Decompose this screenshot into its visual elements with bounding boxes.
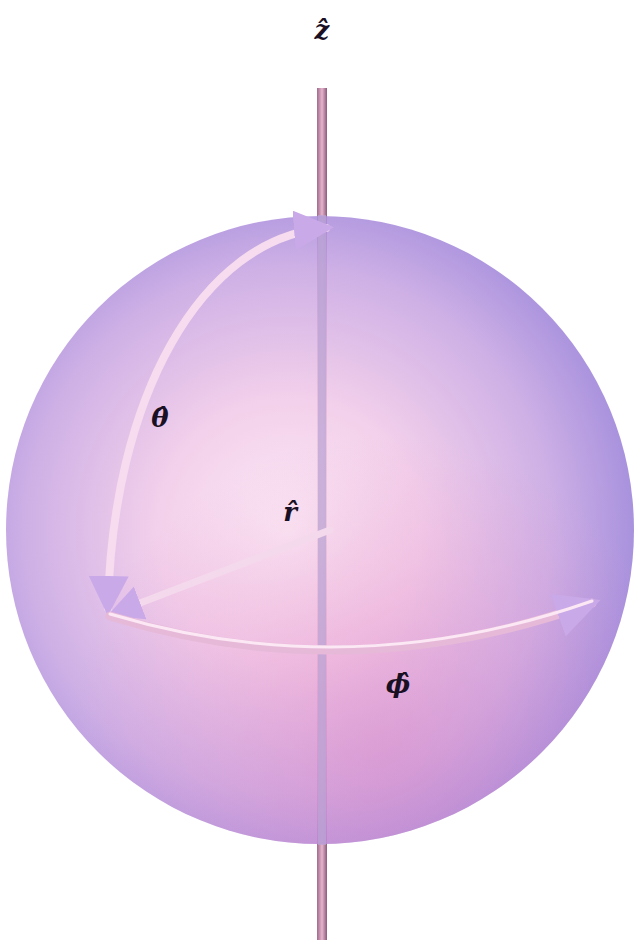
sphere xyxy=(6,216,634,844)
vector-label: ϕ̂ xyxy=(386,670,410,699)
vector-label: θ̂ xyxy=(151,404,168,433)
z-axis xyxy=(317,88,327,940)
phi-arrow xyxy=(110,603,592,650)
r-arrow xyxy=(114,530,330,613)
phi-highlight xyxy=(110,601,592,647)
axis-label: ẑ xyxy=(315,16,330,45)
vector-label: r̂ xyxy=(283,498,297,527)
sphere-shade xyxy=(6,216,634,844)
theta-arrow xyxy=(108,228,326,608)
